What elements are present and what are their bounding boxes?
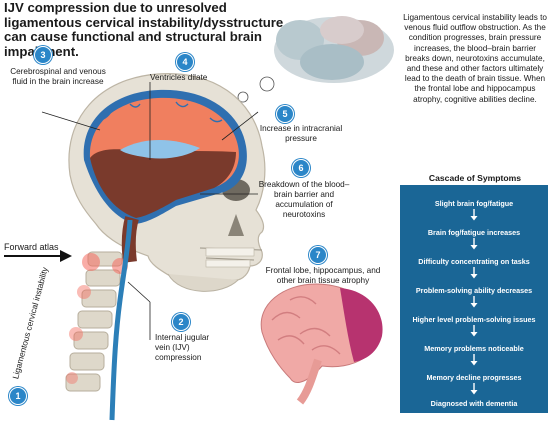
label-ventricles: Ventricles dilate	[150, 73, 208, 82]
cascade-step: Problem-solving ability decreases	[415, 286, 533, 295]
arrow-down-icon	[470, 354, 478, 366]
thought-cloud	[222, 16, 394, 112]
ijv-vessel	[109, 219, 133, 421]
label-pressure: Increase in intracranial pressure	[259, 124, 343, 143]
badge-1: 1	[9, 387, 27, 405]
label-ijv: Internal jugular vein (IJV) compression	[155, 333, 210, 362]
cascade-panel: Slight brain fog/fatigue Brain fog/fatig…	[400, 185, 548, 413]
arrow-down-icon	[470, 238, 478, 250]
arrow-down-icon	[470, 383, 478, 395]
cascade-step: Brain fog/fatigue increases	[427, 228, 521, 237]
badge-4: 4	[176, 53, 194, 71]
label-bbb: Breakdown of the blood–brain barrier and…	[258, 180, 350, 219]
badge-5: 5	[276, 105, 294, 123]
figure-title: IJV compression due to unresolved ligame…	[4, 0, 284, 58]
badge-3: 3	[34, 46, 52, 64]
badge-6: 6	[292, 159, 310, 177]
cascade-step: Slight brain fog/fatigue	[434, 199, 514, 208]
arrow-down-icon	[470, 267, 478, 279]
atrophied-brain	[260, 283, 383, 405]
cascade-title: Cascade of Symptoms	[428, 173, 522, 183]
forward-atlas-arrow	[4, 250, 72, 262]
cascade-step: Memory decline progresses	[426, 373, 522, 382]
badge-2: 2	[172, 313, 190, 331]
brain-section	[83, 89, 247, 263]
label-csf: Cerebrospinal and venous fluid in the br…	[10, 67, 106, 86]
description-text: Ligamentous cervical instability leads t…	[403, 13, 547, 104]
label-atrophy: Frontal lobe, hippocampus, and other bra…	[265, 266, 381, 285]
label-forward-atlas: Forward atlas	[4, 242, 59, 252]
arrow-down-icon	[470, 296, 478, 308]
cascade-step: Difficulty concentrating on tasks	[418, 257, 530, 266]
badge-7: 7	[309, 246, 327, 264]
cervical-spine	[65, 251, 128, 392]
cascade-step: Higher level problem-solving issues	[412, 315, 536, 324]
arrow-down-icon	[470, 325, 478, 337]
cascade-step: Memory problems noticeable	[424, 344, 524, 353]
leader-lines	[41, 82, 259, 340]
arrow-down-icon	[470, 209, 478, 221]
cascade-step: Diagnosed with dementia	[430, 399, 518, 408]
